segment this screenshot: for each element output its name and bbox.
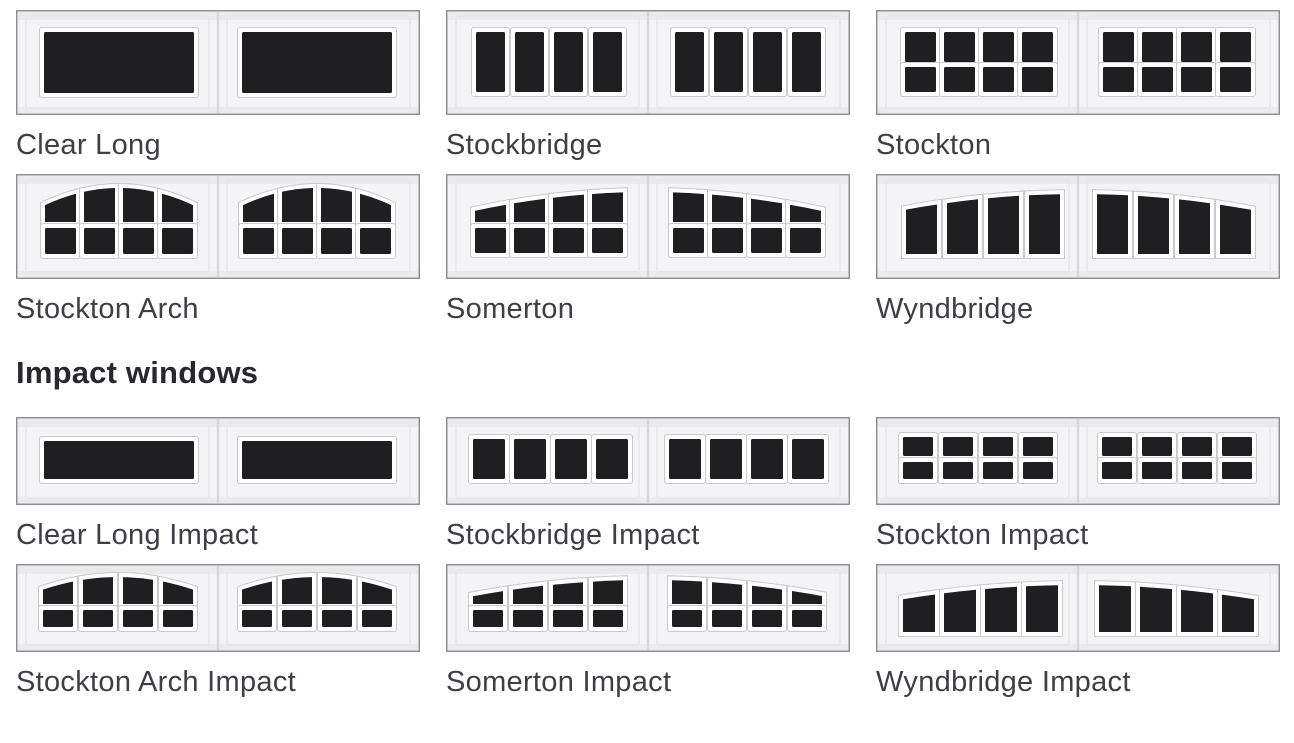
catalog-page: Clear Long Stockbridge Stockton Stockton… [16, 10, 1282, 699]
impact-windows-grid: Clear Long Impact Stockbridge Impact Sto… [16, 416, 1282, 699]
door-panel-stockton-arch-impact [16, 564, 420, 653]
door-panel-somerton-impact [446, 564, 850, 653]
card-wyndbridge-impact: Wyndbridge Impact [876, 564, 1280, 698]
door-panel-somerton [446, 174, 850, 280]
style-label-wyndbridge: Wyndbridge [876, 293, 1034, 326]
card-stockton: Stockton [876, 10, 1280, 161]
style-label-stockton: Stockton [876, 129, 992, 161]
style-label-stockton-impact: Stockton Impact [876, 518, 1089, 551]
card-clear-long-impact: Clear Long Impact [16, 416, 420, 551]
door-graphic [446, 416, 850, 505]
style-label-stockton-arch: Stockton Arch [16, 293, 199, 326]
door-panel-wyndbridge-impact [876, 564, 1280, 653]
style-label-somerton: Somerton [446, 293, 575, 326]
door-panel-clear-long-impact [16, 416, 420, 505]
style-label-wyndbridge-impact: Wyndbridge Impact [876, 666, 1131, 699]
card-wyndbridge: Wyndbridge [876, 174, 1280, 325]
door-graphic [876, 174, 1280, 280]
card-stockton-impact: Stockton Impact [876, 416, 1280, 551]
door-graphic [446, 174, 850, 280]
impact-windows-heading: Impact windows [16, 354, 259, 390]
card-stockton-arch-impact: Stockton Arch Impact [16, 564, 420, 698]
door-panel-clear-long [16, 10, 420, 115]
card-somerton: Somerton [446, 174, 850, 325]
door-graphic [16, 564, 420, 653]
door-panel-wyndbridge [876, 174, 1280, 280]
door-graphic [876, 564, 1280, 653]
style-label-stockbridge: Stockbridge [446, 129, 603, 161]
door-graphic [16, 10, 420, 115]
card-somerton-impact: Somerton Impact [446, 564, 850, 698]
door-panel-stockton [876, 10, 1280, 115]
door-graphic [446, 564, 850, 653]
style-label-somerton-impact: Somerton Impact [446, 666, 672, 699]
door-graphic [876, 10, 1280, 115]
card-stockbridge: Stockbridge [446, 10, 850, 161]
window-styles-grid: Clear Long Stockbridge Stockton Stockton… [16, 10, 1282, 326]
door-panel-stockton-arch [16, 174, 420, 280]
door-panel-stockton-impact [876, 416, 1280, 505]
card-stockton-arch: Stockton Arch [16, 174, 420, 325]
door-graphic [876, 416, 1280, 505]
door-graphic [16, 416, 420, 505]
style-label-stockton-arch-impact: Stockton Arch Impact [16, 666, 297, 699]
door-graphic [446, 10, 850, 115]
style-label-clear-long-impact: Clear Long Impact [16, 518, 259, 551]
door-panel-stockbridge [446, 10, 850, 115]
door-graphic [16, 174, 420, 280]
style-label-stockbridge-impact: Stockbridge Impact [446, 518, 700, 551]
door-panel-stockbridge-impact [446, 416, 850, 505]
card-clear-long: Clear Long [16, 10, 420, 161]
card-stockbridge-impact: Stockbridge Impact [446, 416, 850, 551]
style-label-clear-long: Clear Long [16, 129, 161, 161]
